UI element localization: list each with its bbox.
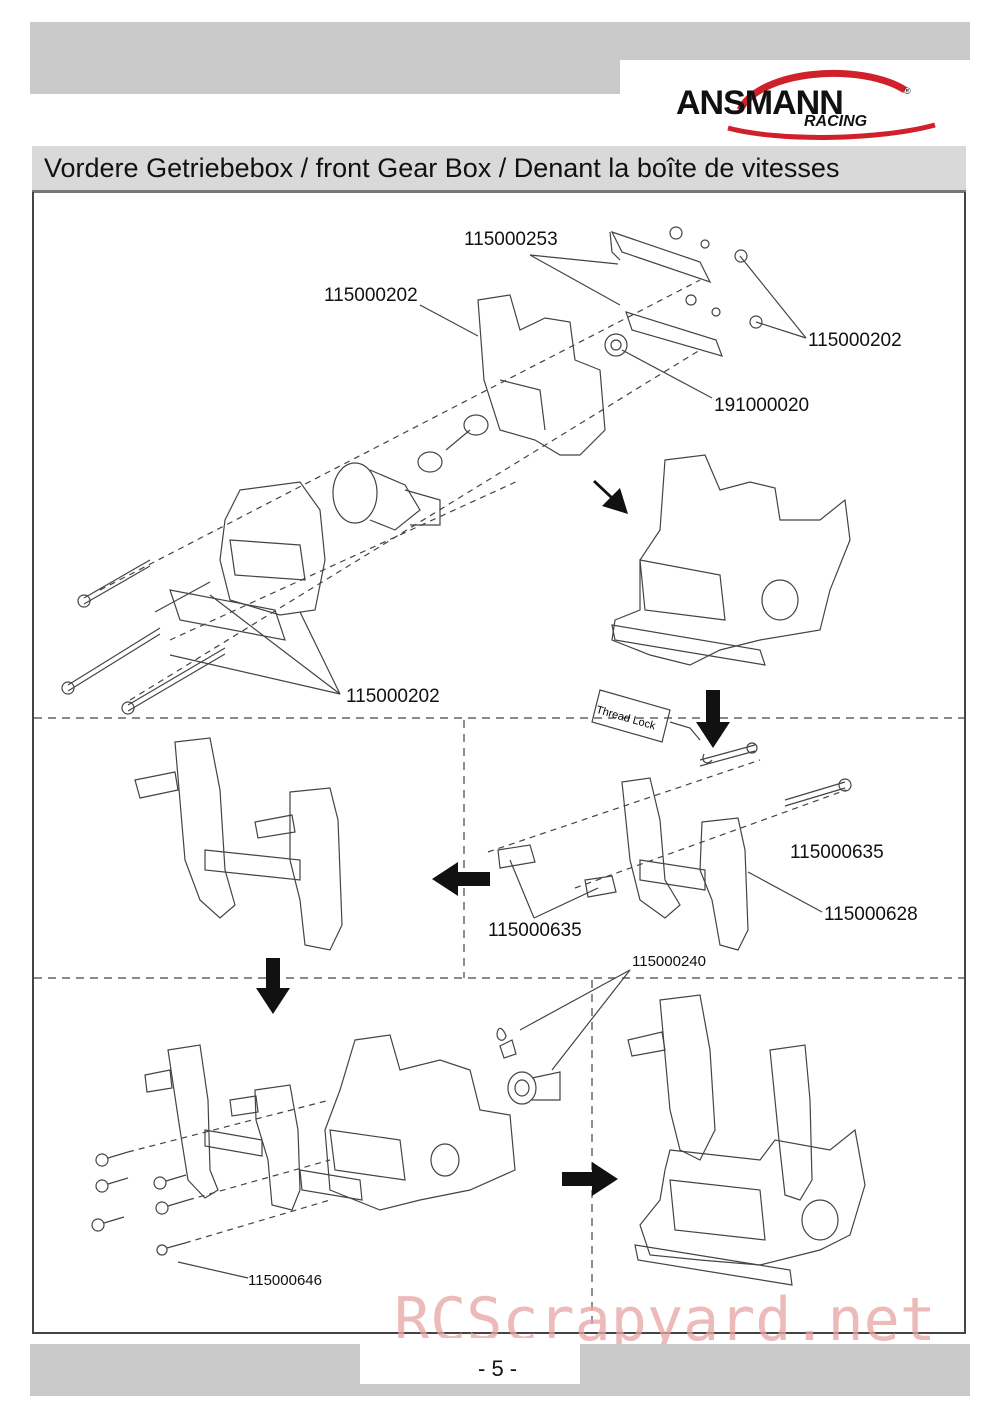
part-label-screw-635: 115000635 <box>790 842 884 863</box>
content-frame <box>32 192 966 1334</box>
part-label-ball-studs: 115000635 <box>488 920 582 941</box>
part-label-rear-housing: 115000202 <box>324 285 418 306</box>
footer-notch <box>360 1338 580 1384</box>
page-number: - 5 - <box>478 1356 518 1381</box>
part-label-shock-tower: 115000628 <box>824 904 918 925</box>
part-label-bearing: 191000020 <box>714 395 810 416</box>
part-label-set-screw: 115000240 <box>632 953 706 970</box>
section-title: Vordere Getriebebox / front Gear Box / D… <box>44 153 840 183</box>
part-label-self-tapping-screws: 115000646 <box>248 1272 322 1289</box>
registered-mark: ® <box>904 86 911 96</box>
part-label-top-plate: 115000253 <box>464 229 558 250</box>
brand-logo-text: ANSMANN <box>676 84 844 122</box>
section-title-bar <box>32 146 966 193</box>
brand-logo-sub: RACING <box>804 113 868 130</box>
part-label-nuts: 115000202 <box>808 330 902 351</box>
part-label-screws: 115000202 <box>346 686 440 707</box>
